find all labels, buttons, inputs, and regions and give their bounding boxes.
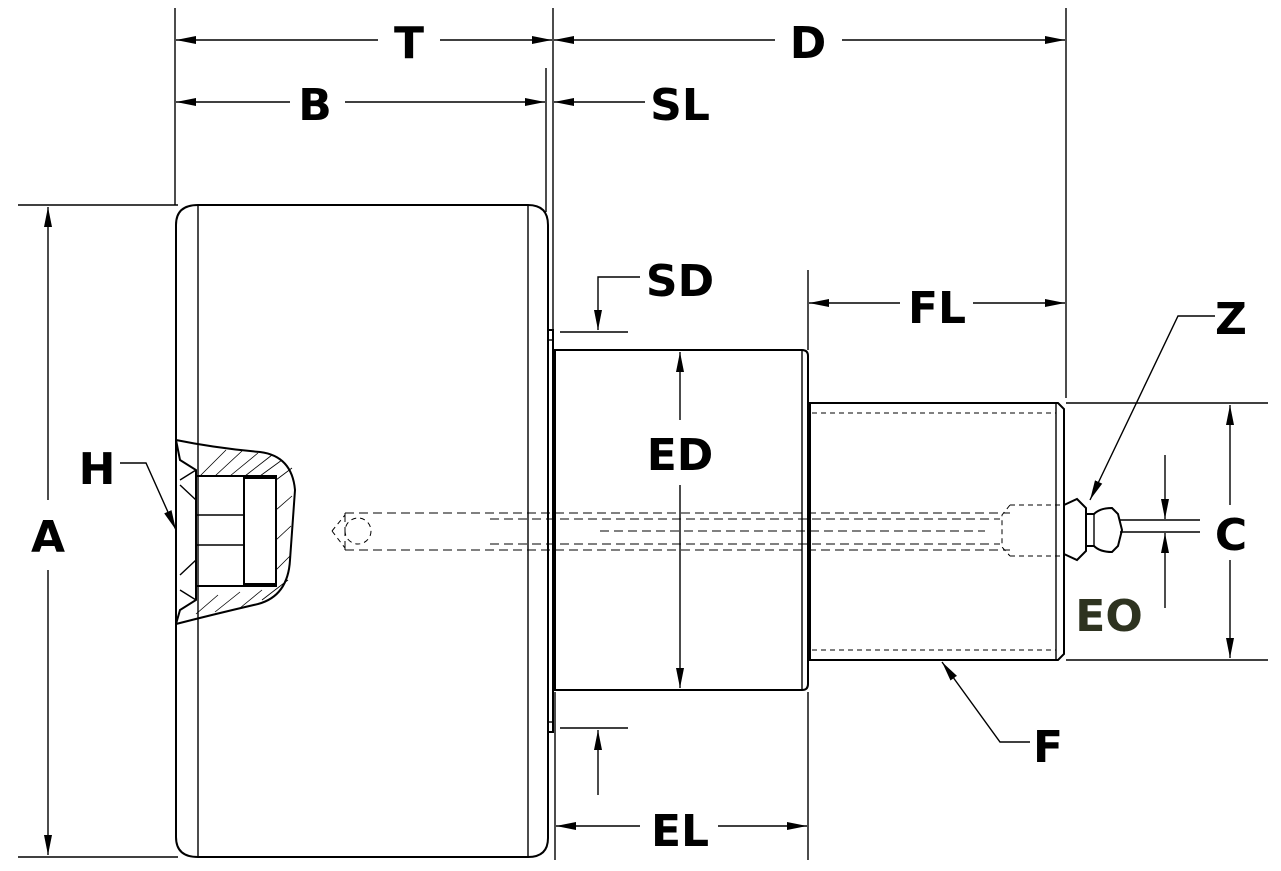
section-hatching bbox=[195, 449, 293, 615]
label-f: F bbox=[1033, 722, 1063, 773]
label-b: B bbox=[298, 80, 332, 131]
label-eo: EO bbox=[1075, 591, 1142, 642]
label-ed: ED bbox=[647, 430, 714, 481]
part-geometry bbox=[175, 204, 1124, 858]
label-t: T bbox=[394, 18, 424, 69]
dimension-labels: T D B SL SD FL Z H ED A C EO F EL bbox=[31, 18, 1247, 857]
roller-outline bbox=[175, 204, 549, 858]
lube-bore-hidden bbox=[331, 504, 1060, 557]
dimension-lines bbox=[18, 8, 1268, 860]
label-z: Z bbox=[1215, 294, 1247, 345]
eccentric-collar bbox=[554, 349, 809, 691]
label-d: D bbox=[790, 18, 827, 69]
label-h: H bbox=[79, 444, 116, 495]
label-c: C bbox=[1215, 510, 1247, 561]
threaded-stud bbox=[809, 402, 1065, 661]
label-a: A bbox=[31, 512, 65, 563]
hex-socket-breakout bbox=[175, 439, 297, 625]
label-sd: SD bbox=[646, 256, 714, 307]
label-el: EL bbox=[651, 806, 709, 857]
grease-fitting bbox=[1063, 497, 1087, 562]
label-fl: FL bbox=[908, 283, 966, 334]
label-sl: SL bbox=[650, 80, 710, 131]
